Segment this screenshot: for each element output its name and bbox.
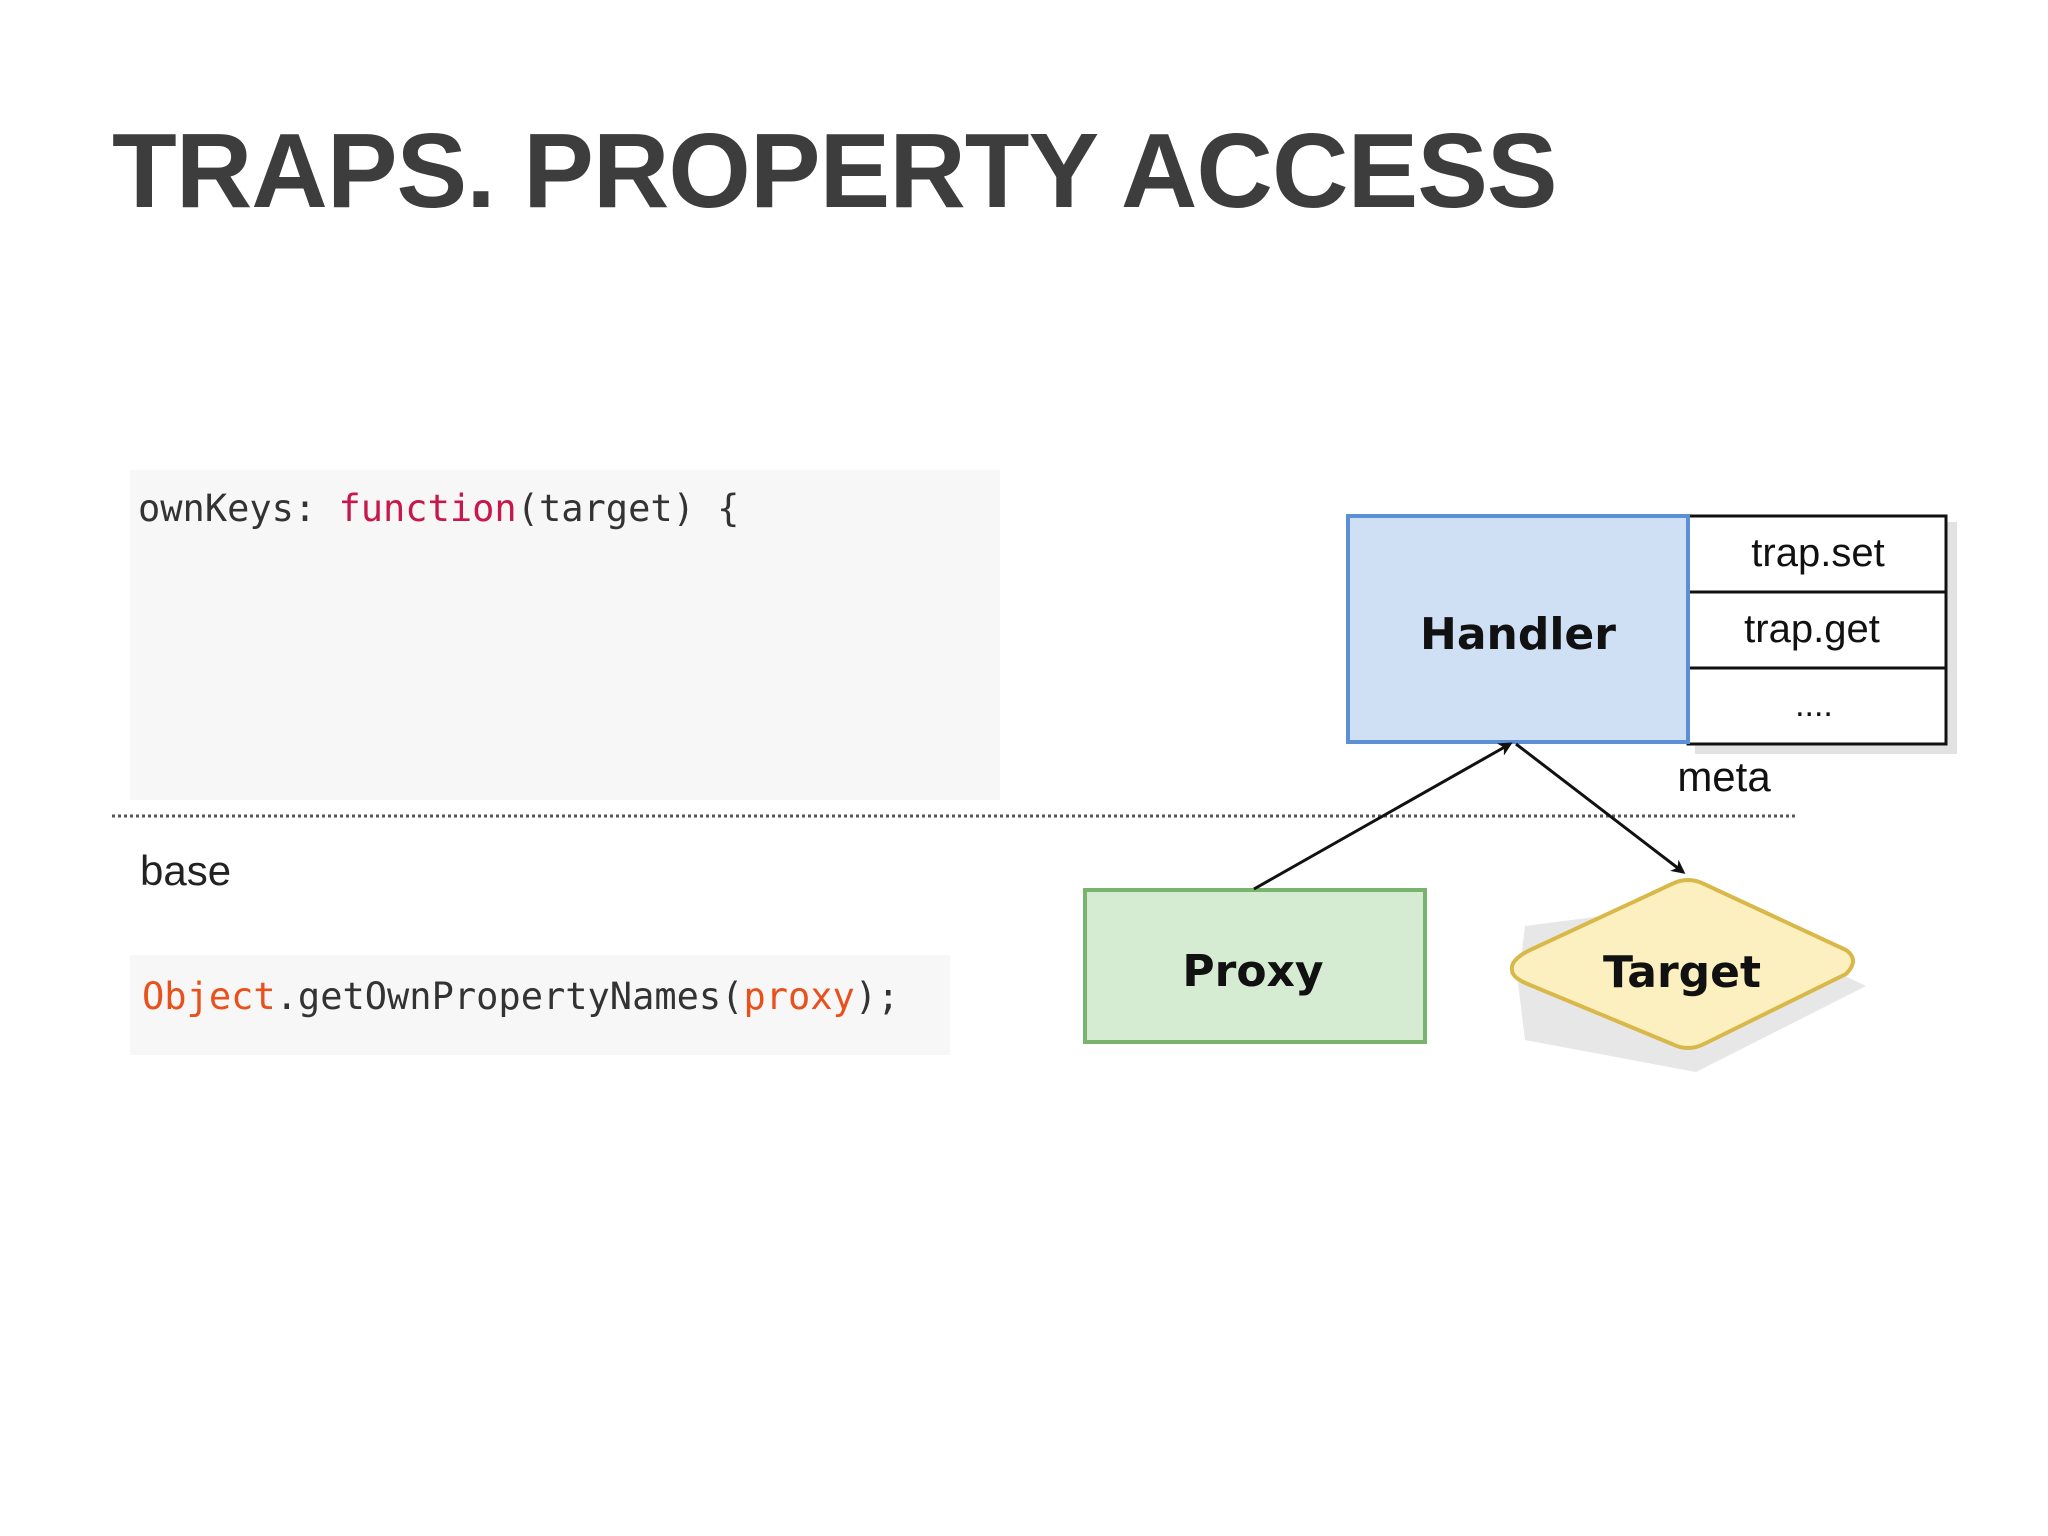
- proxy-label: Proxy: [1182, 946, 1323, 997]
- handler-label: Handler: [1420, 609, 1616, 660]
- slide-title: TRAPS. PROPERTY ACCESS: [112, 112, 1558, 230]
- trap-table: trap.set trap.get ....: [1686, 514, 1957, 754]
- code-text: ownKeys:: [138, 487, 339, 530]
- trap-set-label: trap.set: [1751, 531, 1884, 575]
- code-object: Object: [142, 975, 276, 1018]
- code-line-getownpropertynames: Object.getOwnPropertyNames(proxy);: [142, 978, 899, 1015]
- arrow-handler-to-target: [1515, 742, 1686, 874]
- code-text: (target) {: [516, 487, 740, 530]
- code-panel-top: [130, 470, 1000, 800]
- base-label: base: [140, 847, 232, 894]
- trap-more-label: ....: [1795, 686, 1833, 724]
- trap-get-label: trap.get: [1744, 607, 1880, 651]
- code-end: );: [854, 975, 900, 1018]
- arrow-proxy-to-handler: [1253, 742, 1513, 891]
- handler-node: Handler: [1346, 514, 1690, 744]
- meta-label: meta: [1677, 753, 1771, 800]
- code-panel-bottom: [130, 955, 950, 1055]
- code-line-ownkeys: ownKeys: function(target) {: [138, 490, 739, 527]
- proxy-node: Proxy: [1083, 888, 1427, 1044]
- target-node: Target: [1509, 878, 1866, 1072]
- code-keyword-function: function: [338, 487, 517, 530]
- target-label: Target: [1603, 947, 1761, 998]
- code-method: .getOwnPropertyNames(: [275, 975, 744, 1018]
- code-arg-proxy: proxy: [743, 975, 855, 1018]
